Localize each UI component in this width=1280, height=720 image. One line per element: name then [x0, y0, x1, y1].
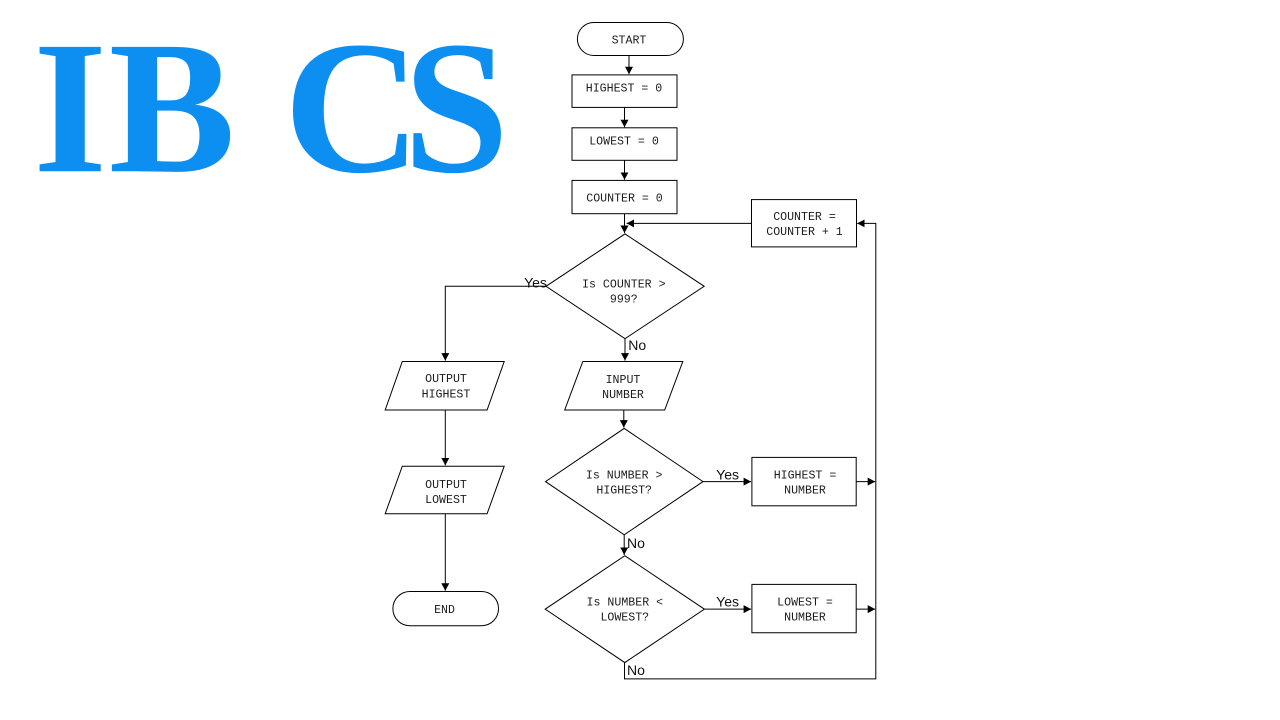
- svg-text:S: S: [403, 3, 509, 213]
- svg-text:OUTPUT: OUTPUT: [425, 479, 467, 492]
- svg-text:HIGHEST = 0: HIGHEST = 0: [586, 82, 663, 95]
- svg-text:Is NUMBER <: Is NUMBER <: [587, 597, 664, 610]
- svg-text:COUNTER + 1: COUNTER + 1: [766, 226, 843, 239]
- svg-text:C: C: [284, 3, 421, 213]
- svg-text:I: I: [33, 3, 107, 213]
- svg-text:NUMBER: NUMBER: [784, 611, 826, 624]
- svg-text:LOWEST =: LOWEST =: [777, 597, 833, 610]
- svg-text:Yes: Yes: [716, 467, 739, 483]
- svg-text:HIGHEST?: HIGHEST?: [596, 485, 652, 498]
- svg-text:Is COUNTER >: Is COUNTER >: [582, 279, 666, 292]
- svg-text:INPUT: INPUT: [606, 374, 641, 387]
- svg-text:END: END: [434, 604, 455, 617]
- svg-text:LOWEST?: LOWEST?: [600, 611, 649, 624]
- svg-text:LOWEST: LOWEST: [425, 494, 467, 507]
- svg-text:NUMBER: NUMBER: [602, 389, 644, 402]
- svg-text:COUNTER = 0: COUNTER = 0: [586, 193, 663, 206]
- svg-text:Yes: Yes: [716, 593, 739, 609]
- svg-text:No: No: [627, 662, 645, 678]
- svg-text:LOWEST = 0: LOWEST = 0: [589, 136, 659, 149]
- svg-text:HIGHEST: HIGHEST: [422, 389, 471, 402]
- svg-text:Is NUMBER >: Is NUMBER >: [586, 470, 663, 483]
- svg-text:OUTPUT: OUTPUT: [425, 373, 467, 386]
- svg-text:No: No: [628, 337, 646, 353]
- svg-text:No: No: [627, 535, 645, 551]
- svg-text:B: B: [109, 3, 236, 213]
- svg-text:COUNTER =: COUNTER =: [773, 211, 836, 224]
- svg-text:START: START: [612, 35, 647, 48]
- svg-text:999?: 999?: [610, 294, 638, 307]
- svg-text:Yes: Yes: [524, 275, 547, 291]
- svg-text:HIGHEST =: HIGHEST =: [774, 470, 837, 483]
- svg-text:NUMBER: NUMBER: [784, 485, 826, 498]
